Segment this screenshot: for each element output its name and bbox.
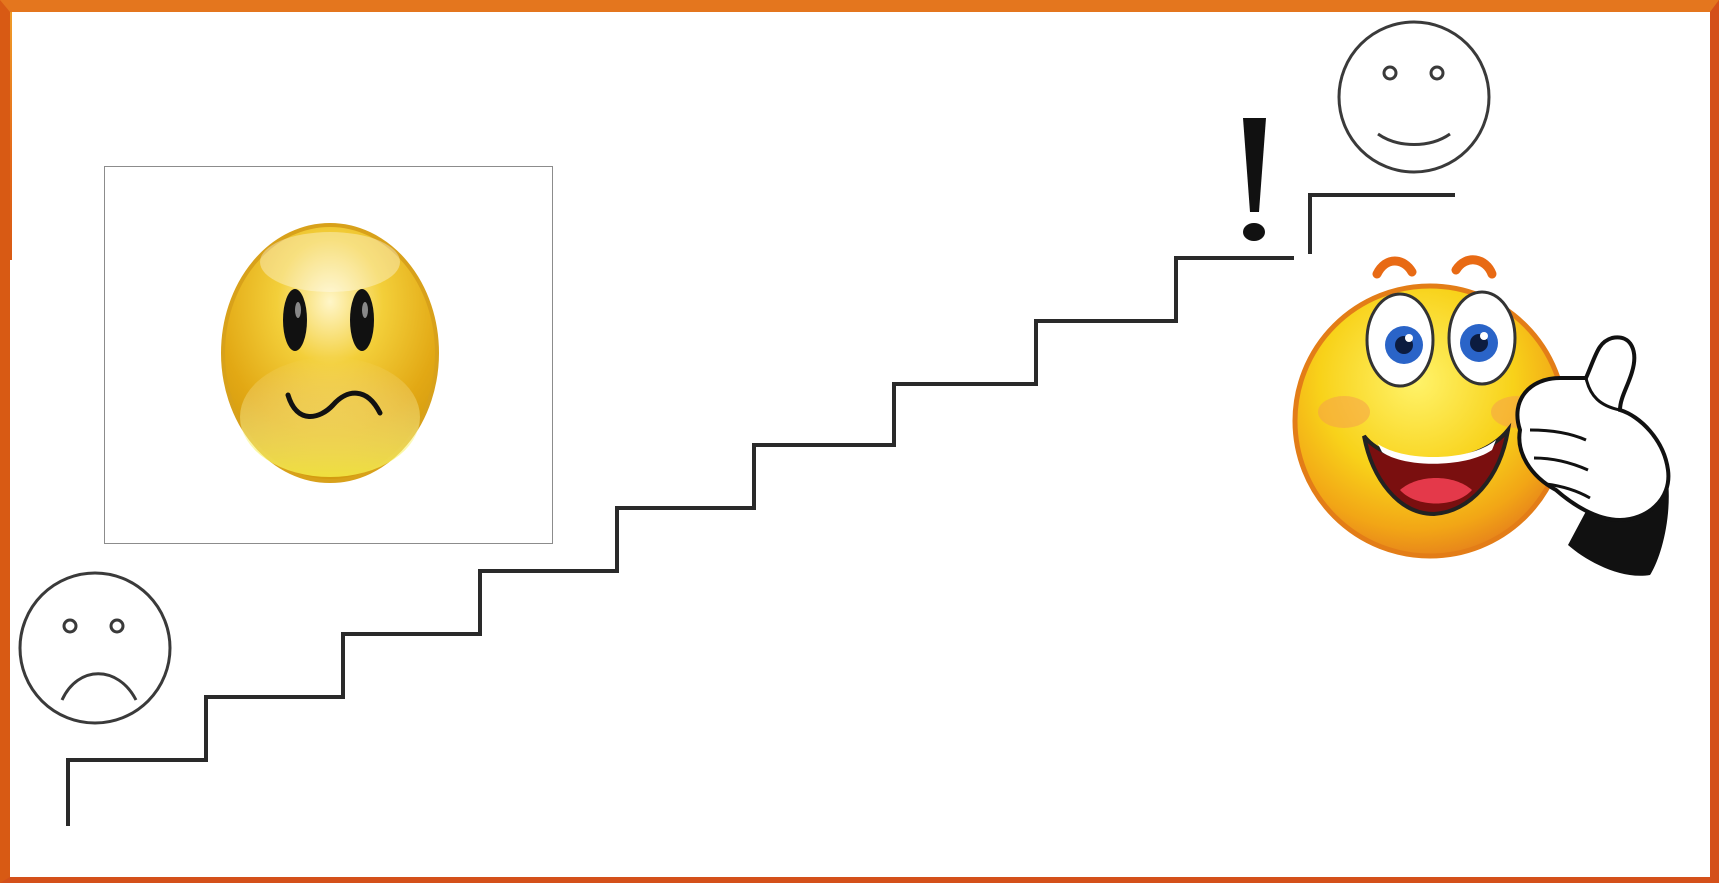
happy-face-outline-icon xyxy=(1339,22,1489,172)
exclamation-icon xyxy=(1243,118,1266,241)
thumbs-up-smiley-icon xyxy=(1295,260,1669,576)
sad-face-outline-icon xyxy=(20,573,170,723)
staircase-top-step xyxy=(1310,195,1455,254)
staircase-line xyxy=(68,258,1294,826)
